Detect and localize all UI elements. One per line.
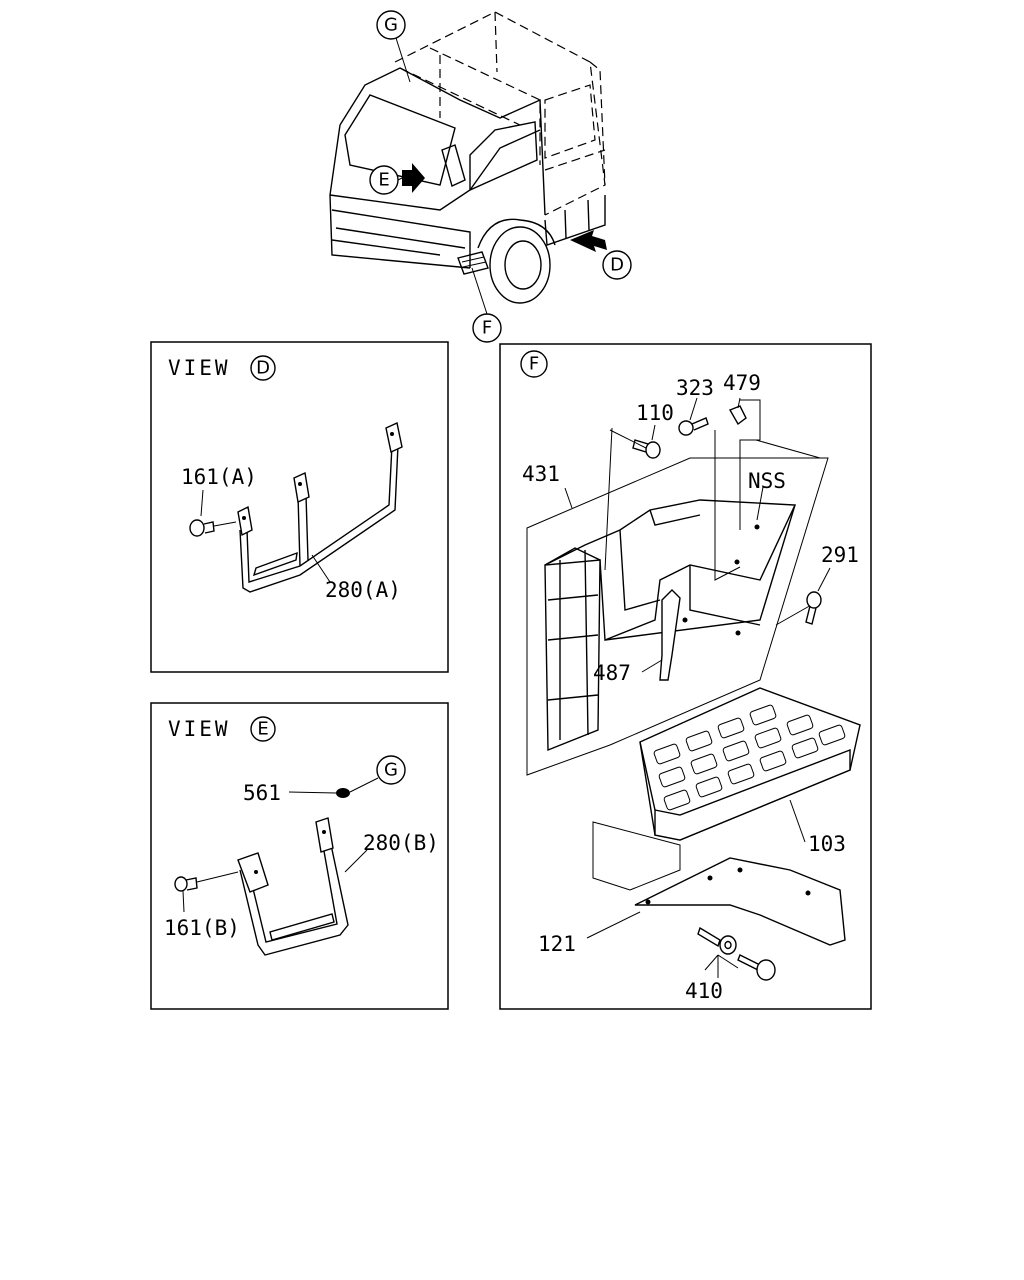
view-d-prefix: VIEW bbox=[168, 356, 231, 380]
label-410: 410 bbox=[685, 979, 723, 1003]
label-291: 291 bbox=[821, 543, 859, 567]
label-nss: NSS bbox=[748, 469, 786, 493]
label-487: 487 bbox=[593, 661, 631, 685]
arrow-e-icon bbox=[402, 163, 425, 193]
label-161b: 161(B) bbox=[164, 916, 240, 940]
view-d-panel: VIEW D 161(A) 280(A) bbox=[150, 341, 449, 673]
rivet-410 bbox=[697, 926, 776, 981]
callout-e: E bbox=[369, 165, 399, 195]
callout-f: F bbox=[472, 313, 502, 343]
grab-rail-280a bbox=[237, 422, 403, 593]
label-121: 121 bbox=[538, 932, 576, 956]
label-103: 103 bbox=[808, 832, 846, 856]
step-tread-103 bbox=[639, 687, 861, 843]
svg-text:E: E bbox=[257, 719, 268, 740]
flap-121 bbox=[586, 857, 846, 946]
bracket-431 bbox=[544, 499, 797, 752]
svg-text:D: D bbox=[256, 358, 270, 379]
svg-text:G: G bbox=[384, 15, 398, 36]
grab-rail-280b bbox=[237, 817, 349, 956]
bolt-161a bbox=[189, 489, 237, 537]
svg-text:F: F bbox=[529, 354, 539, 375]
label-323: 323 bbox=[676, 376, 714, 400]
bolt-291 bbox=[805, 567, 831, 625]
label-431: 431 bbox=[522, 462, 560, 486]
label-161a: 161(A) bbox=[181, 465, 257, 489]
svg-text:G: G bbox=[384, 760, 398, 781]
plug-561-icon bbox=[336, 788, 350, 798]
bolt-110 bbox=[632, 424, 661, 459]
view-e-panel: VIEW E G 561 280(B) bbox=[150, 702, 449, 1010]
label-561: 561 bbox=[243, 781, 281, 805]
bolt-161b bbox=[174, 871, 239, 913]
view-f-panel: F bbox=[499, 343, 872, 1010]
label-280a: 280(A) bbox=[325, 578, 401, 602]
view-e-letter-circle: E bbox=[250, 716, 276, 742]
label-479: 479 bbox=[723, 371, 761, 395]
bolt-323 bbox=[678, 397, 709, 436]
label-280b: 280(B) bbox=[363, 831, 439, 855]
label-110: 110 bbox=[636, 401, 674, 425]
clip-479 bbox=[728, 397, 747, 426]
callout-g: G bbox=[376, 10, 406, 40]
view-f-letter-circle: F bbox=[520, 350, 548, 378]
view-d-letter-circle: D bbox=[250, 355, 276, 381]
svg-text:F: F bbox=[482, 318, 492, 339]
truck-overview: G E D F bbox=[329, 10, 632, 343]
svg-text:E: E bbox=[378, 170, 389, 191]
callout-g-ref: G bbox=[376, 755, 406, 785]
view-e-prefix: VIEW bbox=[168, 717, 231, 741]
strap-487 bbox=[641, 589, 681, 681]
svg-text:D: D bbox=[610, 255, 624, 276]
callout-d: D bbox=[602, 250, 632, 280]
arrow-d-icon bbox=[570, 230, 607, 252]
